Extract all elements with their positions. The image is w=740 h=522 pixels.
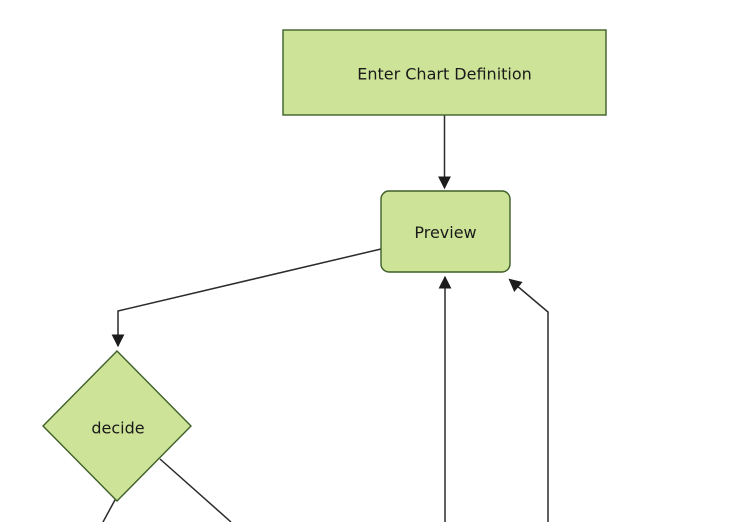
edge-group [102,115,549,522]
node-preview: Preview [380,190,511,273]
node-decide: decide [42,350,192,502]
edge-decide-to-offscreen-left [102,498,117,522]
node-label-decide: decide [91,419,144,438]
edge-preview-to-decide [111,248,382,348]
node-label-enter-chart-definition: Enter Chart Definition [357,65,532,84]
edge-decide-to-offscreen-right [159,458,232,522]
node-rect-preview [380,190,511,273]
node-rect-enter-chart-definition [282,29,607,116]
node-diamond-decide [42,350,192,502]
node-label-preview: Preview [414,223,476,242]
node-enter-chart-definition: Enter Chart Definition [282,29,607,116]
edge-offscreen-right-to-preview [508,278,549,522]
